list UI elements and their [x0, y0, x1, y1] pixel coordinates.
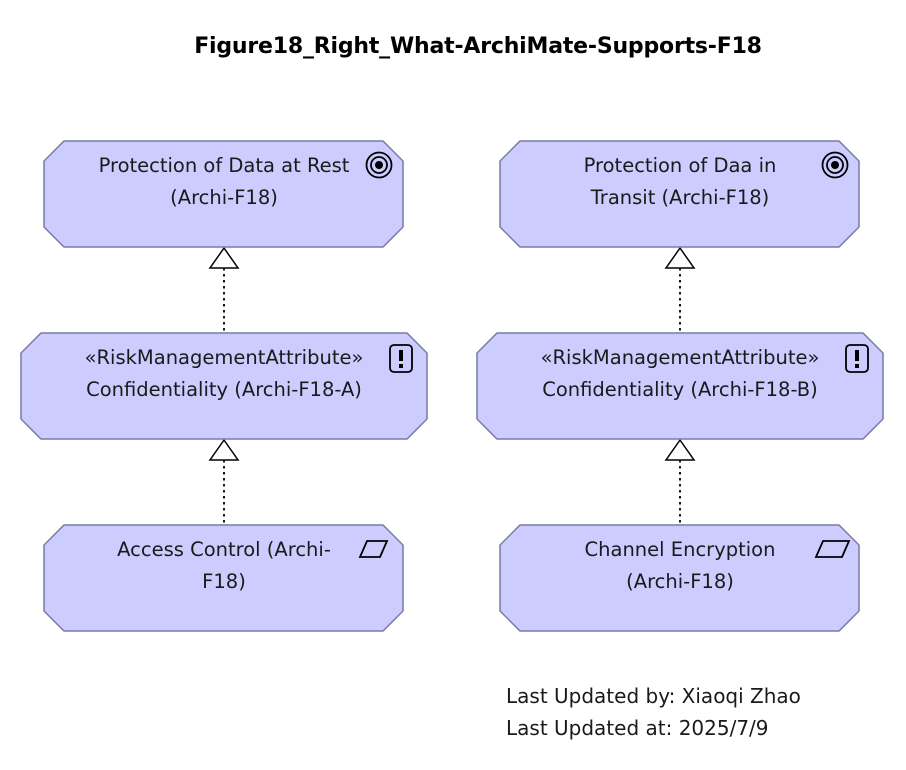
parallelogram-icon — [358, 540, 389, 558]
requirement-node-access-control[interactable] — [43, 524, 404, 632]
requirement-label-channel-encryption: Channel Encryption (Archi-F18) — [520, 534, 840, 598]
diagram-title: Figure18_Right_What-ArchiMate-Supports-F… — [194, 34, 762, 59]
last-updated-at: Last Updated at: 2025/7/9 — [506, 716, 769, 740]
assessment-label-confidentiality-b: «RiskManagementAttribute» Confidentialit… — [500, 342, 860, 406]
assessment-node-confidentiality-a[interactable] — [20, 332, 428, 440]
assessment-label-line: Confidentiality (Archi-F18-B) — [542, 378, 818, 401]
nodes-layer — [20, 140, 884, 632]
goal-node-data-at-rest[interactable] — [43, 140, 404, 248]
icons-layer — [358, 151, 869, 558]
relations-layer — [208, 246, 696, 524]
requirement-label-line: Access Control (Archi- — [117, 538, 331, 561]
exclamation-icon — [845, 344, 869, 373]
goal-label-line: Protection of Data at Rest — [98, 154, 350, 177]
requirement-label-line: (Archi-F18) — [626, 570, 734, 593]
last-updated-by: Last Updated by: Xiaoqi Zhao — [506, 684, 801, 708]
goal-label-line: (Archi-F18) — [170, 186, 278, 209]
requirement-label-access-control: Access Control (Archi- F18) — [64, 534, 384, 598]
goal-node-data-in-transit[interactable] — [499, 140, 860, 248]
goal-label-data-in-transit: Protection of Daa in Transit (Archi-F18) — [520, 150, 840, 214]
goal-label-data-at-rest: Protection of Data at Rest (Archi-F18) — [64, 150, 384, 214]
requirement-node-channel-encryption[interactable] — [499, 524, 860, 632]
exclamation-icon — [389, 344, 413, 373]
realization-arrowhead-left-top — [208, 246, 240, 269]
footer-metadata: Last Updated by: Xiaoqi Zhao Last Update… — [506, 680, 801, 744]
stereotype-label: «RiskManagementAttribute» — [540, 346, 820, 369]
realization-arrowhead-right-bottom — [664, 438, 696, 461]
realization-arrowhead-left-bottom — [208, 438, 240, 461]
assessment-node-confidentiality-b[interactable] — [476, 332, 884, 440]
target-icon — [821, 151, 849, 179]
parallelogram-icon — [814, 540, 851, 558]
assessment-label-confidentiality-a: «RiskManagementAttribute» Confidentialit… — [44, 342, 404, 406]
goal-label-line: Protection of Daa in — [583, 154, 777, 177]
requirement-label-line: F18) — [202, 570, 246, 593]
goal-label-line: Transit (Archi-F18) — [590, 186, 770, 209]
realization-arrowhead-right-top — [664, 246, 696, 269]
stereotype-label: «RiskManagementAttribute» — [84, 346, 364, 369]
requirement-label-line: Channel Encryption — [584, 538, 776, 561]
assessment-label-line: Confidentiality (Archi-F18-A) — [86, 378, 362, 401]
target-icon — [365, 151, 393, 179]
